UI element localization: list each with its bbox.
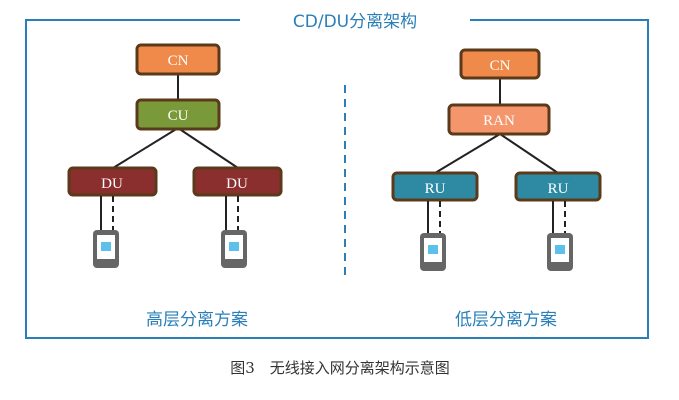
cu-node: CU (135, 98, 221, 131)
svg-text:CN: CN (168, 53, 189, 69)
svg-text:RAN: RAN (483, 113, 515, 129)
link-ran-ru2 (499, 133, 559, 174)
phone-icon (221, 230, 247, 268)
cn-node-left: CN (135, 43, 221, 76)
du-node-2: DU (192, 166, 283, 197)
svg-text:CN: CN (490, 58, 511, 74)
diagram-title: CD/DU分离架构 (293, 12, 417, 32)
link-cu-du2 (177, 127, 239, 169)
left-section-caption: 高层分离方案 (146, 310, 248, 330)
svg-text:DU: DU (226, 176, 248, 192)
ran-node: RAN (447, 103, 551, 136)
diagram-frame (25, 19, 649, 339)
right-section-caption: 低层分离方案 (455, 310, 557, 330)
figure-caption: 图3 无线接入网分离架构示意图 (230, 359, 450, 377)
ru-node-2: RU (514, 171, 602, 202)
link-ran-ru1 (434, 133, 501, 174)
phone-icon (93, 230, 119, 268)
svg-text:DU: DU (101, 176, 123, 192)
phone-icon (547, 233, 573, 271)
phone-icon (420, 233, 446, 271)
cn-node-right: CN (459, 48, 541, 80)
svg-text:RU: RU (425, 181, 446, 197)
link-cu-du1 (112, 127, 179, 169)
du-node-1: DU (67, 166, 158, 197)
ru-node-1: RU (391, 171, 479, 202)
svg-text:CU: CU (168, 108, 189, 124)
svg-text:RU: RU (548, 181, 569, 197)
